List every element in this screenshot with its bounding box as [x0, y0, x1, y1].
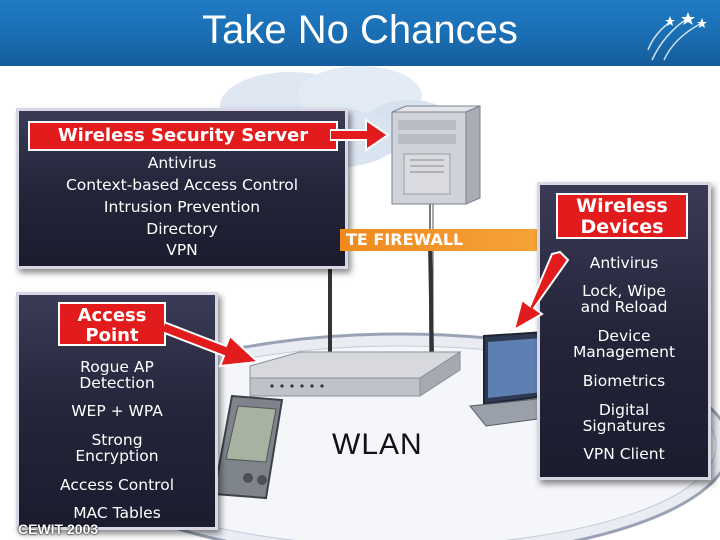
firewall-banner: TE FIREWALL — [340, 229, 552, 251]
server-feature: VPN — [166, 241, 198, 259]
server-icon — [391, 105, 481, 205]
arrow-to-devices-icon — [512, 250, 570, 333]
device-feature: Management — [572, 343, 676, 361]
access-point-label-line1: Access — [77, 305, 147, 326]
server-feature: Intrusion Prevention — [103, 198, 261, 216]
footer-text: CEWIT 2003 — [18, 521, 99, 537]
ap-feature: Detection — [79, 374, 155, 392]
device-feature: Biometrics — [582, 372, 666, 390]
ap-feature: Access Control — [59, 476, 175, 494]
access-point-icon — [249, 241, 462, 397]
server-feature: Antivirus — [147, 154, 217, 172]
ap-feature: MAC Tables — [73, 504, 161, 522]
wireless-devices-label: Wireless Devices — [556, 193, 688, 239]
wireless-devices-label-line1: Wireless — [576, 195, 668, 217]
server-feature: Context-based Access Control — [65, 176, 299, 194]
device-feature: Antivirus — [589, 254, 659, 272]
device-feature: Lock, Wipe — [582, 282, 666, 300]
access-point-panel: Rogue AP Detection WEP + WPA Strong Encr… — [16, 292, 218, 530]
pda-icon — [212, 394, 284, 500]
device-feature: Digital — [598, 401, 650, 419]
ap-feature: Strong — [91, 431, 143, 449]
arrow-to-server-icon — [330, 118, 390, 152]
shooting-stars-icon — [647, 12, 707, 61]
title-bar: Take No Chances — [0, 0, 720, 66]
ap-feature: Encryption — [75, 447, 159, 465]
security-server-label: Wireless Security Server — [28, 121, 338, 151]
device-feature: Device — [597, 327, 651, 345]
arrow-to-access-point-icon — [164, 320, 260, 368]
server-feature: Directory — [146, 220, 218, 238]
ap-feature: Rogue AP — [80, 358, 154, 376]
device-feature: VPN Client — [583, 445, 665, 463]
wireless-devices-label-line2: Devices — [580, 216, 664, 238]
access-point-label: Access Point — [58, 302, 166, 346]
ap-feature: WEP + WPA — [71, 402, 163, 420]
slide-title: Take No Chances — [202, 8, 518, 52]
access-point-label-line2: Point — [85, 325, 139, 346]
wlan-label: WLAN — [332, 428, 423, 461]
device-feature: Signatures — [582, 417, 666, 435]
device-feature: and Reload — [580, 298, 668, 316]
